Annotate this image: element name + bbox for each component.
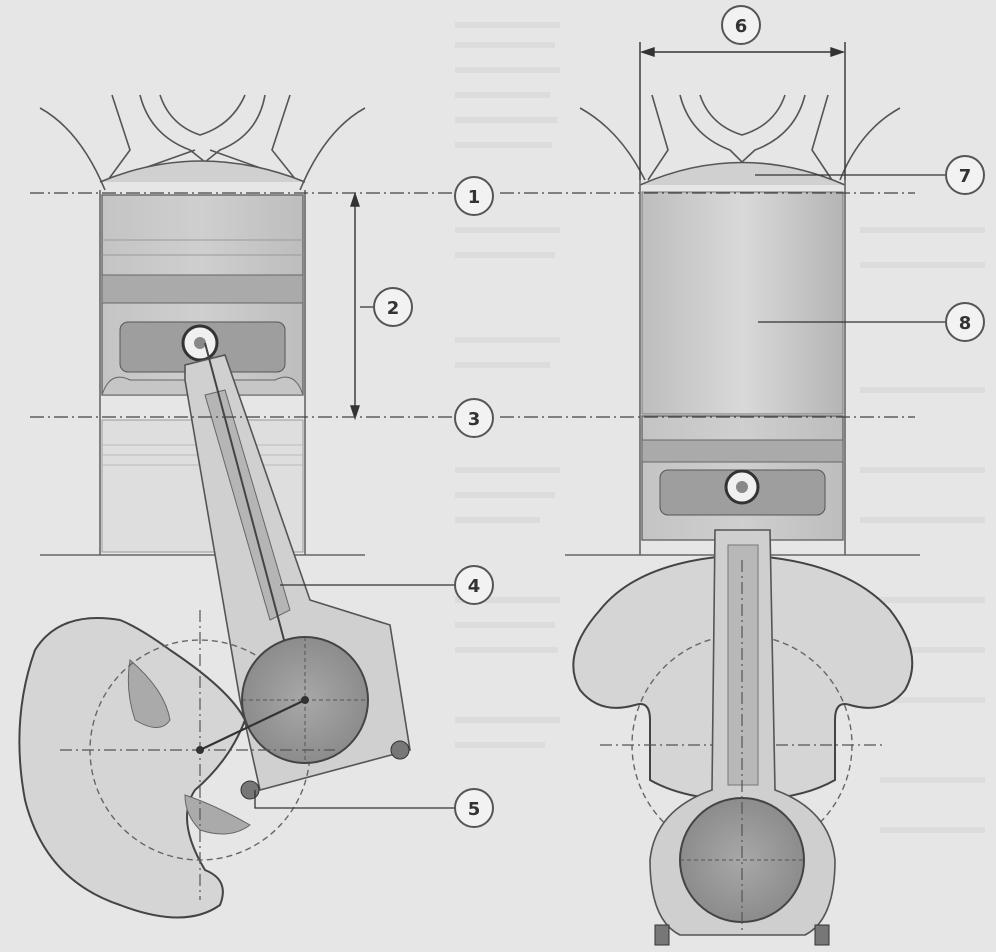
callout-2: 2 [373, 287, 413, 327]
right-view [565, 42, 920, 946]
right-swept-volume [641, 191, 844, 415]
callout-4: 4 [454, 565, 494, 605]
leader-lines [254, 174, 945, 809]
left-view [18, 94, 411, 919]
left-cylinder-walls [40, 190, 365, 556]
left-crankshaft [18, 610, 369, 919]
callout-3-label: 3 [468, 409, 481, 430]
callout-8-label: 8 [959, 313, 972, 334]
callout-3: 3 [454, 398, 494, 438]
callout-1: 1 [454, 176, 494, 216]
callout-8: 8 [945, 302, 985, 342]
callout-7-label: 7 [959, 166, 972, 187]
right-cylinder-head [579, 94, 901, 186]
right-connecting-rod [649, 529, 836, 946]
stroke-dimension-arrow [350, 191, 360, 421]
callout-2-label: 2 [387, 298, 400, 319]
callout-5-label: 5 [468, 799, 481, 820]
callout-6-label: 6 [735, 16, 748, 37]
callout-6: 6 [721, 5, 761, 45]
callout-1-label: 1 [468, 187, 481, 208]
background-texture [455, 22, 985, 833]
callout-7: 7 [945, 155, 985, 195]
callout-4-label: 4 [468, 576, 481, 597]
callout-5: 5 [454, 788, 494, 828]
bore-dimension-arrow [639, 42, 846, 180]
right-piston [641, 415, 844, 541]
left-cylinder-head [39, 94, 366, 191]
